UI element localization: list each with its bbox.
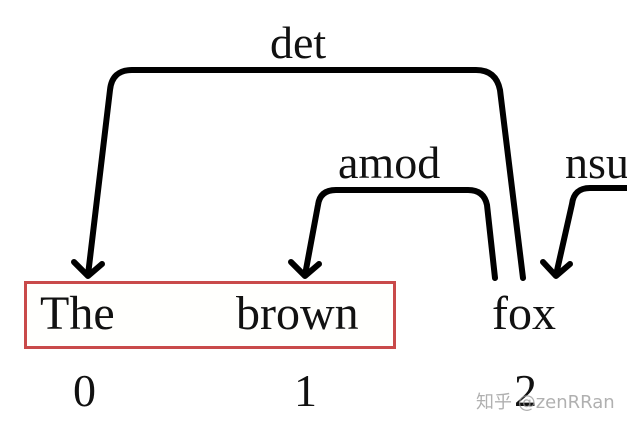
- det-arrowhead-icon: [71, 259, 105, 279]
- nsubj-arrowhead-icon: [540, 259, 573, 279]
- det-arc: [85, 67, 526, 281]
- amod-arc: [302, 187, 498, 281]
- token-brown: brown: [236, 287, 359, 340]
- arc-label-amod: amod: [338, 137, 441, 188]
- watermark: 知乎 @zenRRan: [476, 392, 615, 413]
- arc-label-nsubj: nsu: [565, 137, 627, 188]
- nsubj-arc: [553, 185, 627, 278]
- token-index-1: 1: [294, 365, 317, 416]
- token-fox: fox: [492, 287, 556, 340]
- token-the: The: [40, 287, 115, 340]
- amod-arrowhead-icon: [288, 259, 322, 279]
- arc-label-det: det: [270, 17, 327, 68]
- token-index-0: 0: [73, 365, 96, 416]
- token-index-2: 2: [514, 365, 537, 416]
- highlight-box: [24, 281, 396, 349]
